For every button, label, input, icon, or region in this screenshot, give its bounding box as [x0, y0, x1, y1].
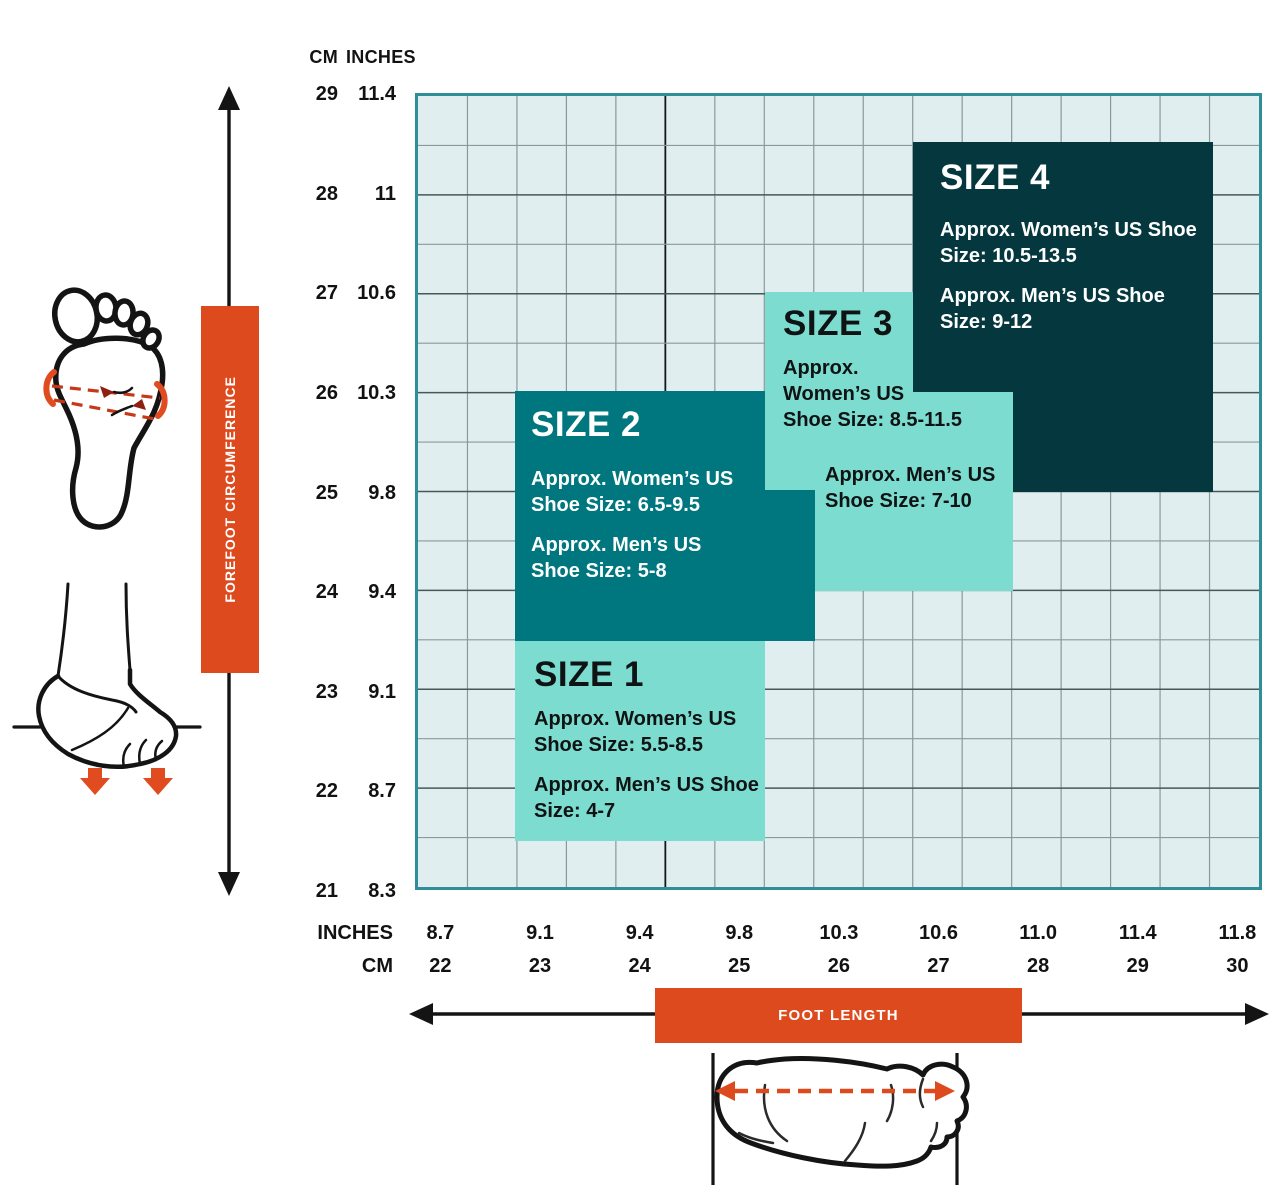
- x-tick-cm: 30: [1226, 955, 1249, 977]
- y-tick-inches: 9.1: [368, 680, 396, 703]
- x-tick-inches: 9.4: [625, 922, 654, 944]
- x-tick-inches: 8.7: [426, 922, 455, 944]
- y-tick-cm: 26: [315, 381, 338, 404]
- y-tick-cm: 28: [315, 182, 338, 205]
- zone-size-3-title: SIZE 3: [783, 304, 893, 343]
- zone-size-4-women-text: Approx. Women’s US Shoe Size: 10.5-13.5: [940, 219, 1197, 267]
- y-tick-inches: 11.4: [358, 83, 396, 105]
- forefoot-circumference-label: FOREFOOT CIRCUMFERENCE: [222, 376, 238, 603]
- x-tick-inches: 11.4: [1118, 922, 1157, 944]
- y-tick-inches: 8.3: [368, 880, 396, 902]
- zone-size-3-men-text: Approx. Men’s US Shoe Size: 7-10: [825, 464, 996, 512]
- foot-length-dashed-arrow: [715, 1081, 955, 1101]
- y-tick-cm: 24: [315, 581, 338, 604]
- y-tick-cm: 22: [315, 780, 338, 803]
- foot-toes-splay-illustration: [12, 582, 202, 795]
- forefoot-circumference-label-bar: FOREFOOT CIRCUMFERENCE: [201, 306, 259, 673]
- x-tick-cm: 23: [528, 955, 552, 977]
- x-axis-unit-header-inches: INCHES: [317, 922, 393, 944]
- y-tick-inches: 9.8: [368, 481, 396, 504]
- zone-size-1: SIZE 1 Approx. Women’s US Shoe Size: 5.5…: [515, 641, 765, 841]
- y-tick-inches: 10.6: [357, 282, 396, 305]
- zone-size-4-men-text: Approx. Men’s US Shoe Size: 9-12: [940, 285, 1165, 333]
- x-tick-cm: 26: [827, 955, 851, 977]
- x-tick-inches: 11.8: [1218, 922, 1257, 944]
- x-axis-unit-header-cm: CM: [361, 955, 393, 977]
- x-tick-cm: 29: [1126, 955, 1149, 977]
- x-tick-cm: 25: [728, 955, 751, 977]
- y-tick-cm: 29: [315, 83, 338, 105]
- foot-length-measurement-illustration: [711, 1053, 970, 1185]
- foot-sole-circumference-illustration: [43, 287, 168, 530]
- x-tick-cm: 22: [429, 955, 452, 977]
- zone-size-2: SIZE 2 Approx. Women’s US Shoe Size: 6.5…: [515, 391, 815, 641]
- zone-size-2-men-text: Approx. Men’s US Shoe Size: 5-8: [531, 534, 702, 582]
- zone-size-1-women-text: Approx. Women’s US Shoe Size: 5.5-8.5: [534, 708, 737, 756]
- y-tick-inches: 9.4: [368, 581, 396, 604]
- foot-length-label: FOOT LENGTH: [778, 1007, 899, 1024]
- y-axis-unit-header-inches: INCHES: [346, 47, 416, 67]
- zone-size-2-title: SIZE 2: [531, 405, 641, 444]
- y-tick-cm: 27: [315, 282, 338, 305]
- x-tick-cm: 28: [1027, 955, 1050, 977]
- zone-size-4: SIZE 4 Approx. Women’s US Shoe Size: 10.…: [913, 142, 1213, 492]
- y-tick-inches: 10.3: [357, 381, 396, 404]
- x-tick-inches: 9.1: [526, 922, 554, 944]
- x-tick-cm: 24: [628, 955, 651, 977]
- y-tick-inches: 11: [374, 182, 396, 205]
- x-tick-inches: 11.0: [1019, 922, 1058, 944]
- foot-length-label-bar: FOOT LENGTH: [655, 988, 1022, 1043]
- y-axis-unit-header-cm: CM: [309, 47, 338, 67]
- zone-size-3-women-text: Approx. Women’s US Shoe Size: 8.5-11.5: [783, 357, 962, 431]
- y-tick-cm: 23: [315, 680, 338, 703]
- zone-size-2-women-text: Approx. Women’s US Shoe Size: 6.5-9.5: [531, 468, 734, 516]
- zone-size-4-title: SIZE 4: [940, 158, 1050, 197]
- y-tick-cm: 21: [315, 880, 338, 902]
- zone-size-1-title: SIZE 1: [534, 655, 644, 694]
- toes-down-arrows: [80, 768, 173, 795]
- x-tick-cm: 27: [927, 955, 950, 977]
- x-tick-inches: 10.6: [919, 922, 958, 944]
- y-tick-inches: 8.7: [368, 780, 396, 803]
- y-tick-cm: 25: [315, 481, 338, 504]
- x-tick-inches: 10.3: [819, 922, 859, 944]
- zone-size-1-men-text: Approx. Men’s US Shoe Size: 4-7: [534, 774, 759, 822]
- x-tick-inches: 9.8: [725, 922, 754, 944]
